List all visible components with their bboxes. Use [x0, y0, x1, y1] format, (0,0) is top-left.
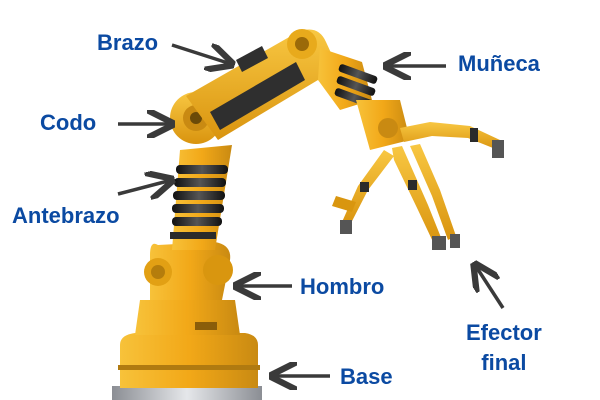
- label-antebrazo: Antebrazo: [12, 203, 120, 228]
- base-part: [112, 300, 262, 400]
- label-efector-line2: final: [481, 350, 527, 375]
- wrist-part: [318, 48, 410, 150]
- label-brazo: Brazo: [97, 30, 159, 55]
- shoulder-part: [144, 242, 233, 300]
- label-hombro: Hombro: [300, 274, 385, 299]
- label-efector-line1: Efector: [466, 320, 542, 345]
- arrow-efector: [477, 268, 505, 309]
- label-efector-final: Efector final: [466, 318, 542, 378]
- arrow-antebrazo: [117, 181, 168, 194]
- label-codo: Codo: [40, 110, 97, 135]
- end-effector-part: [332, 122, 504, 250]
- label-base: Base: [340, 364, 393, 389]
- forearm-part: [170, 145, 232, 250]
- arrow-brazo: [171, 45, 228, 63]
- label-muneca: Muñeca: [458, 51, 540, 76]
- upper-arm-part: [186, 29, 338, 141]
